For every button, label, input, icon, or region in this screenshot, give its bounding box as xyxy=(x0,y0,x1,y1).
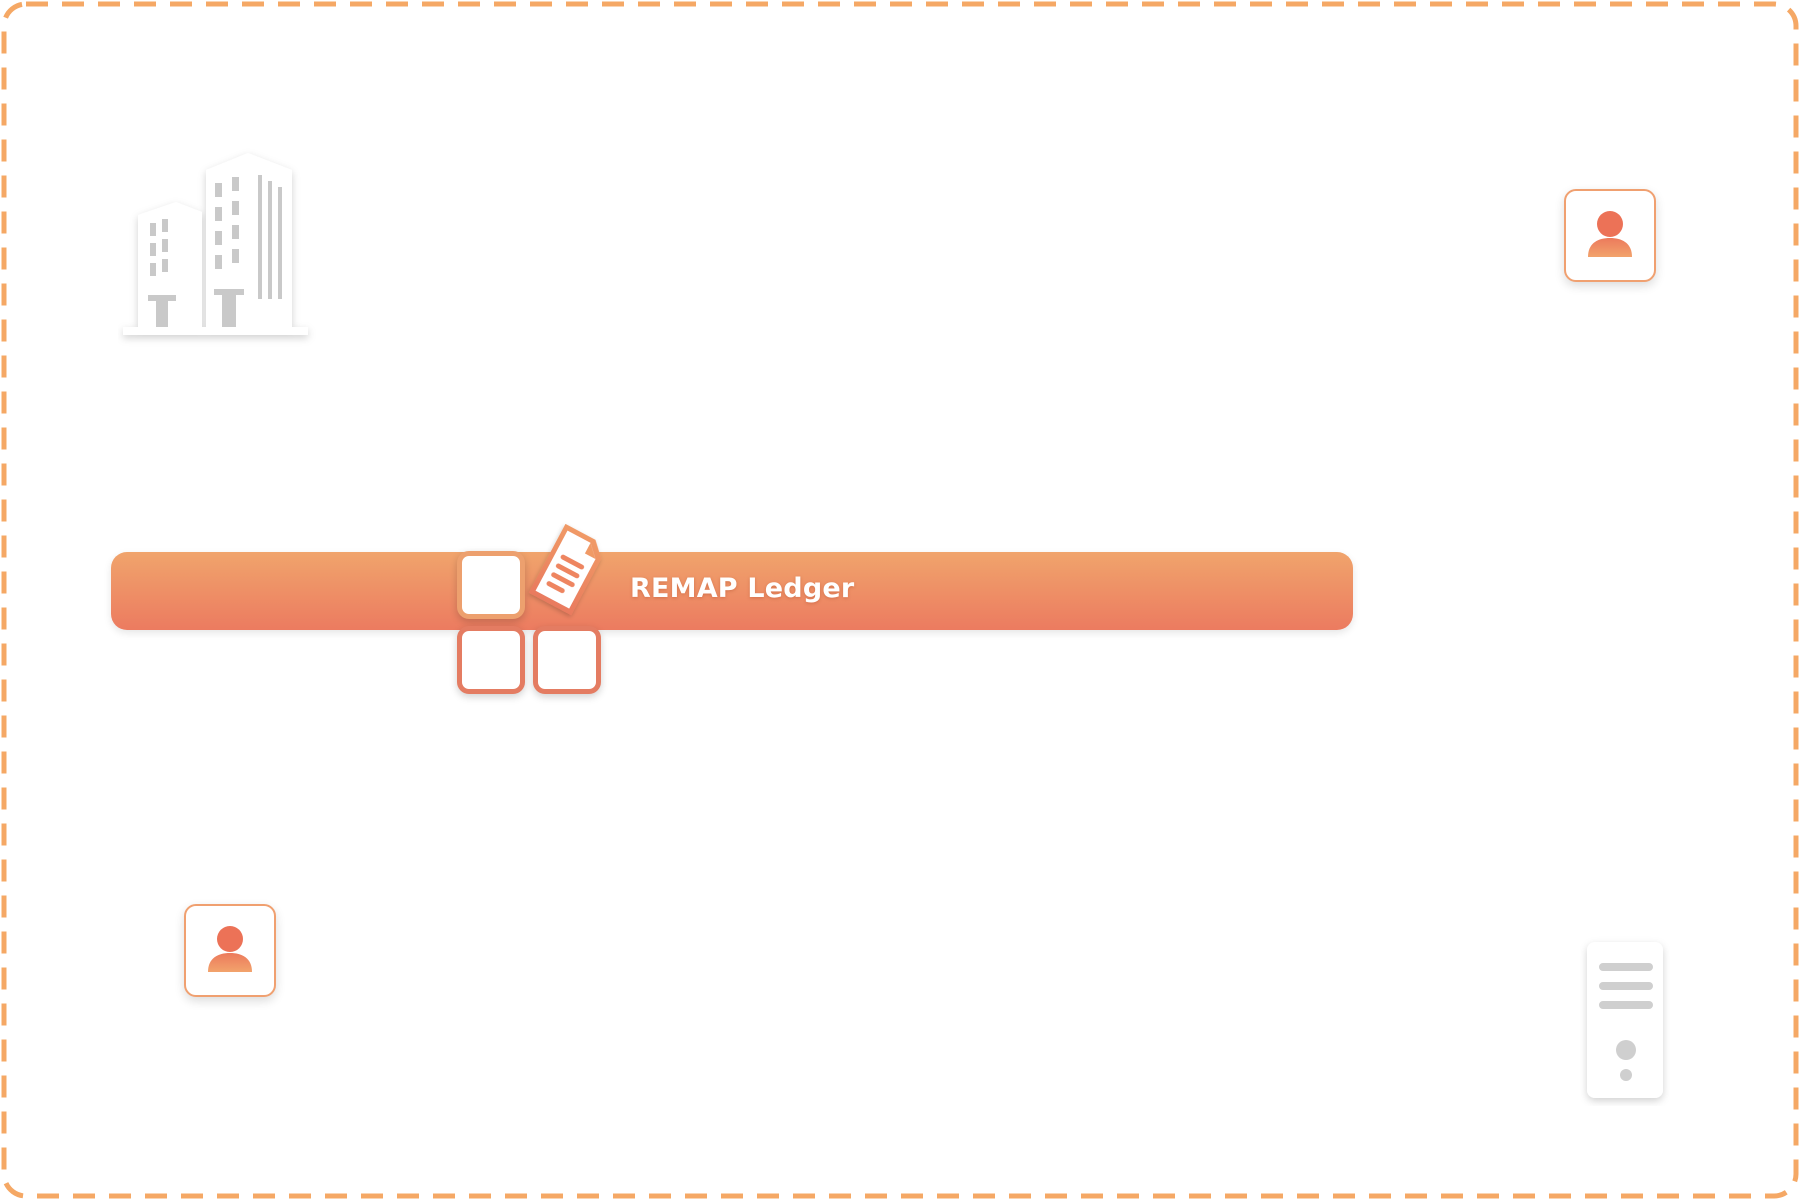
ledger-bar[interactable] xyxy=(111,552,1353,630)
ledger-block[interactable] xyxy=(533,626,601,694)
ledger-label: REMAP Ledger xyxy=(630,573,855,604)
user-icon xyxy=(208,926,252,972)
user-node-top[interactable] xyxy=(1564,189,1656,282)
user-node-bottom[interactable] xyxy=(184,904,276,997)
ledger-block[interactable] xyxy=(457,551,525,619)
server-icon xyxy=(1580,936,1670,1110)
ledger-block[interactable] xyxy=(457,626,525,694)
building-icon xyxy=(118,145,318,359)
document-icon xyxy=(522,520,612,624)
user-icon xyxy=(1588,211,1632,257)
